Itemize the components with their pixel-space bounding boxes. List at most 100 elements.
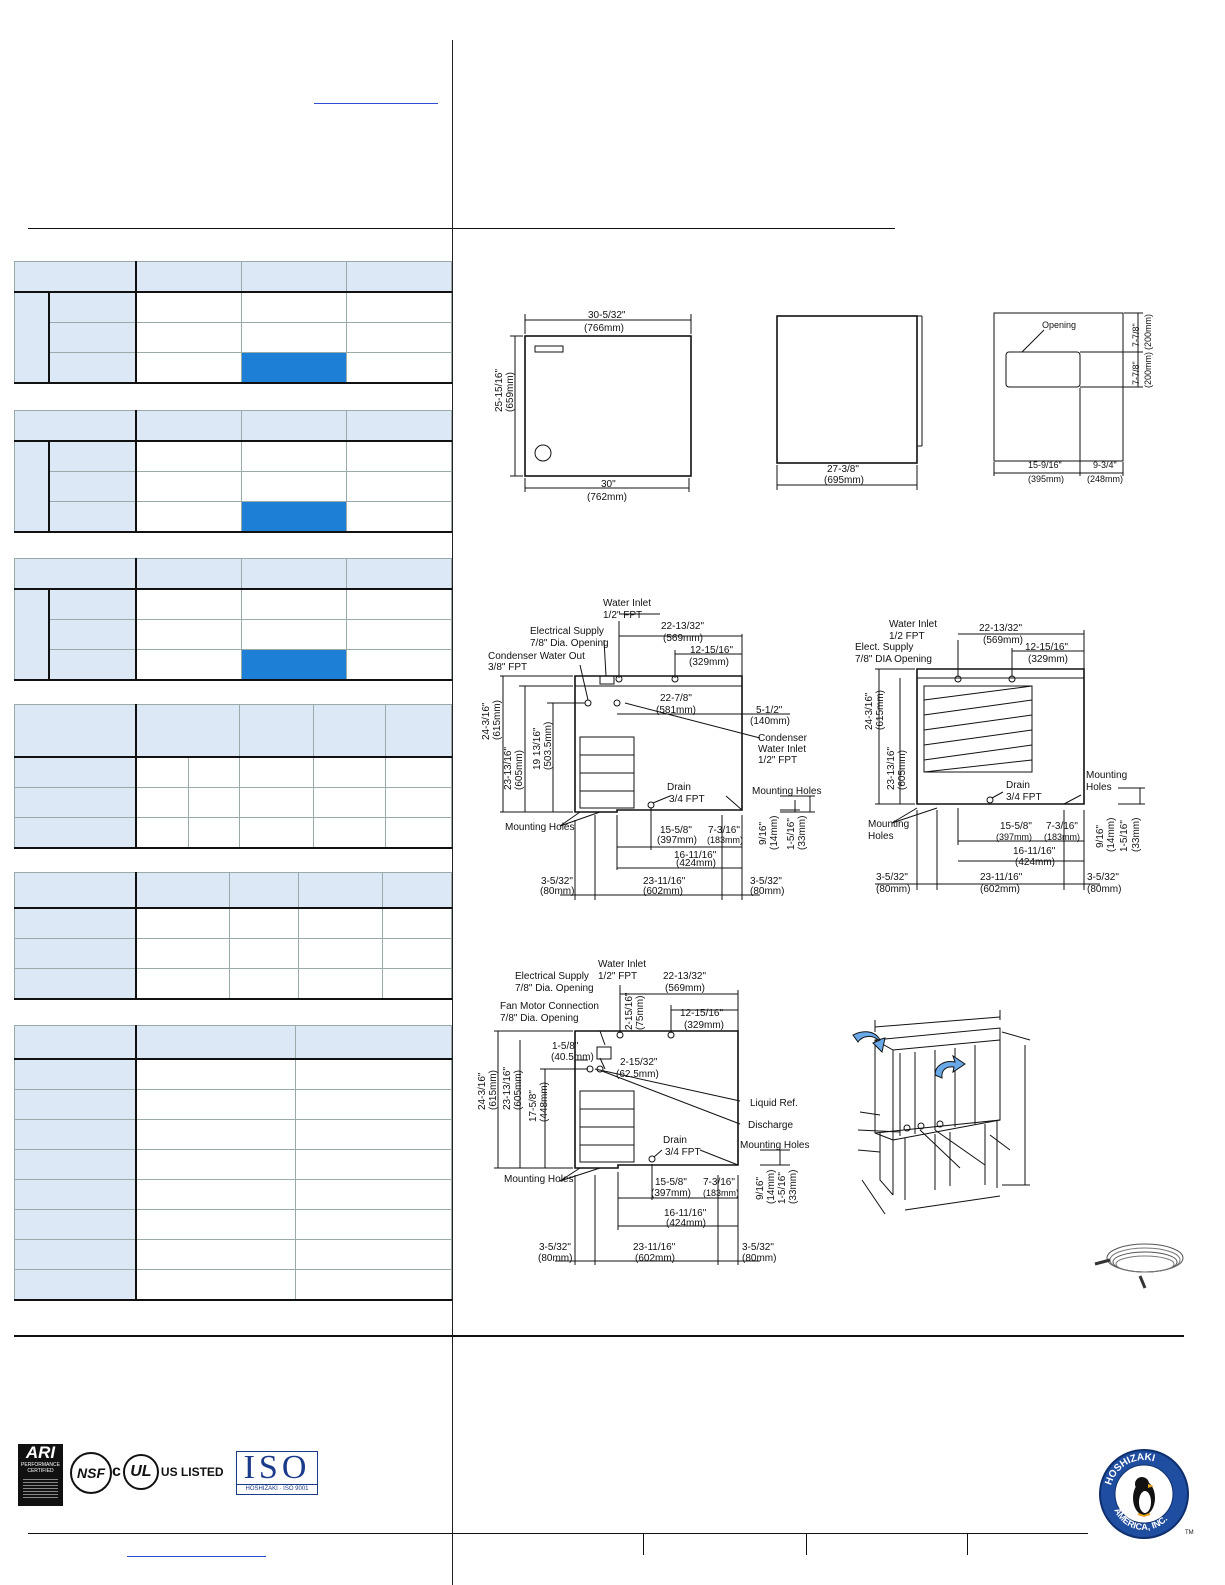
iso-sub: HOSHIZAKI · ISO 9001 <box>237 1484 317 1493</box>
dim-text: (200mm) <box>1143 352 1153 388</box>
dim-text: (183mm) <box>707 835 743 845</box>
dim-text: (329mm) <box>1028 654 1068 665</box>
spec-table-3 <box>14 558 452 681</box>
dim-text: 3-5/32" <box>750 876 782 887</box>
dim-text: Mounting Holes <box>752 786 821 797</box>
dim-text: 23-13/16" <box>503 747 514 790</box>
dim-text: (503.5mm) <box>543 722 554 770</box>
rear-view-water: Water Inlet 1/2 FPT Elect. Supply 7/8" D… <box>855 619 1145 895</box>
dim-text: (62.5mm) <box>616 1069 659 1080</box>
dim-text: 7-3/16" <box>703 1177 735 1188</box>
dim-text: (615mm) <box>488 1070 499 1110</box>
spec-table-1 <box>14 261 452 384</box>
dim-text: 22-13/32" <box>661 621 704 632</box>
dim-text: 7/8" Dia. Opening <box>515 983 594 994</box>
dim-text: 27-3/8" <box>827 464 859 475</box>
dim-text: (605mm) <box>514 750 525 790</box>
dim-text: (397mm) <box>651 1188 691 1199</box>
dim-text: (248mm) <box>1087 474 1123 484</box>
dim-text: Electrical Supply <box>515 971 589 982</box>
dim-text: Mounting Holes <box>504 1174 573 1185</box>
dim-text: 5-1/2" <box>756 705 783 716</box>
dim-text: 7-3/16" <box>1046 821 1078 832</box>
dim-text: (762mm) <box>587 492 627 503</box>
dim-text: 23-11/16" <box>643 876 686 887</box>
dim-text: Electrical Supply <box>530 626 604 637</box>
spec-table-6 <box>14 1025 452 1301</box>
dim-text: (695mm) <box>824 475 864 486</box>
dim-text: 24-3/16" <box>477 1072 488 1110</box>
dim-text: 7-3/16" <box>708 825 740 836</box>
dim-text: (14mm) <box>769 816 780 850</box>
ari-text: PERFORMANCE <box>21 1462 60 1468</box>
dim-text: (33mm) <box>788 1170 799 1204</box>
dim-text: 16-11/16" <box>664 1208 707 1219</box>
dim-text: 23-11/16" <box>980 872 1023 883</box>
dim-text: 17-5/8" <box>528 1090 539 1122</box>
dim-text: 3/4 FPT <box>669 794 705 805</box>
dim-text: Water Inlet <box>889 619 937 630</box>
dim-text: 23-13/16" <box>502 1067 513 1110</box>
dim-text: 1-5/16" <box>777 1172 788 1204</box>
dim-text: (569mm) <box>663 633 703 644</box>
dim-text: (605mm) <box>897 750 908 790</box>
dim-text: 12-15/16" <box>680 1008 723 1019</box>
dim-text: 9/16" <box>1095 825 1106 848</box>
dim-text: 3/8" FPT <box>488 662 527 673</box>
dim-text: (569mm) <box>983 635 1023 646</box>
dim-text: 7-7/8" <box>1131 361 1141 385</box>
nsf-logo: NSF <box>70 1452 112 1494</box>
side-view: 27-3/8" (695mm) <box>776 315 923 490</box>
dim-text: 30" <box>601 479 616 490</box>
dim-text: (33mm) <box>1131 818 1142 852</box>
dim-text: Drain <box>667 782 691 793</box>
dim-text: (766mm) <box>584 323 624 334</box>
highlight-cell <box>241 352 347 384</box>
dim-text: (140mm) <box>750 716 790 727</box>
ari-fine-print <box>23 1477 58 1499</box>
dim-text: (424mm) <box>1015 857 1055 868</box>
dim-text: (14mm) <box>1106 818 1117 852</box>
footer-link[interactable] <box>127 1556 266 1557</box>
dim-text: 7/8" Dia. Opening <box>500 1013 579 1024</box>
dim-text: (605mm) <box>513 1070 524 1110</box>
dim-text: 1/2" FPT <box>758 755 797 766</box>
dim-text: 2-15/16" <box>624 992 635 1030</box>
dim-text: 30-5/32" <box>588 310 626 321</box>
dim-text: (659mm) <box>505 372 516 412</box>
spec-table-2 <box>14 410 452 533</box>
dim-text: (329mm) <box>689 657 729 668</box>
header-link[interactable] <box>314 103 438 104</box>
ul-logo: c UL US LISTED <box>112 1452 224 1492</box>
rear-view-air: Water Inlet 1/2" FPT Electrical Supply 7… <box>481 598 821 900</box>
dim-text: 16-11/16" <box>1013 846 1056 857</box>
spec-table-5 <box>14 872 452 1000</box>
iso-logo: ISO HOSHIZAKI · ISO 9001 <box>236 1451 318 1495</box>
dim-text: Drain <box>1006 780 1030 791</box>
dim-text: 22-13/32" <box>979 623 1022 634</box>
dim-text: (80mm) <box>540 886 574 897</box>
ul-mark: UL <box>122 1454 159 1490</box>
dim-text: 1/2 FPT <box>889 631 925 642</box>
dim-text: 7/8" DIA Opening <box>855 654 932 665</box>
dim-text: Water Inlet <box>758 744 806 755</box>
dim-text: Mounting <box>1086 770 1127 781</box>
dim-text: (581mm) <box>656 705 696 716</box>
dim-text: 3/4 FPT <box>665 1147 701 1158</box>
dim-text: 3-5/32" <box>876 872 908 883</box>
dim-text: (615mm) <box>875 690 886 730</box>
column-divider <box>452 40 453 1585</box>
top-rule-left <box>28 228 452 229</box>
hoshizaki-logo: HOSHIZAKI AMERICA, INC. <box>1099 1449 1189 1539</box>
dim-text: (602mm) <box>643 886 683 897</box>
top-view: Opening 7-7/8" (200mm) 7-7/8" (200mm) 15… <box>993 312 1153 484</box>
dim-text: 1-5/8" <box>552 1041 579 1052</box>
ari-text: CERTIFIED <box>27 1468 54 1474</box>
dim-text: (615mm) <box>492 700 503 740</box>
dim-text: (80mm) <box>1087 884 1121 895</box>
dim-text: (200mm) <box>1143 314 1153 350</box>
dim-text: Elect. Supply <box>855 642 913 653</box>
isometric-unit-drawing <box>852 1010 1031 1215</box>
dim-text: (448mm) <box>539 1082 550 1122</box>
dim-text: 22-13/32" <box>663 971 706 982</box>
